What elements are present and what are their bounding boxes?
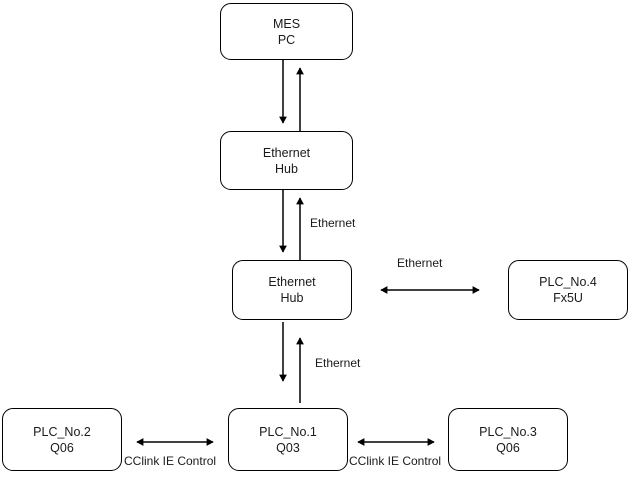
edge-label-ethernet-hub2-plc1: Ethernet [315, 356, 361, 370]
edge-label-cclink-left: CClink IE Control [124, 454, 217, 468]
node-plc-no-4[interactable]: PLC_No.4 Fx5U [508, 260, 628, 320]
edge-label-cclink-right: CClink IE Control [349, 454, 442, 468]
node-ethernet-hub-1[interactable]: Ethernet Hub [220, 131, 353, 190]
node-plc-no-2-line2: Q06 [50, 440, 74, 455]
edge-label-ethernet-hub2-plc4: Ethernet [397, 256, 443, 270]
node-plc-no-3-line2: Q06 [496, 440, 520, 455]
node-plc-no-1[interactable]: PLC_No.1 Q03 [228, 408, 348, 471]
node-plc-no-4-line2: Fx5U [553, 291, 583, 305]
edge-label-ethernet-hub1-hub2: Ethernet [310, 216, 356, 230]
node-ethernet-hub-2-line1: Ethernet [268, 275, 316, 289]
node-plc-no-1-line2: Q03 [276, 440, 300, 455]
node-plc-no-2[interactable]: PLC_No.2 Q06 [2, 408, 122, 471]
node-mes-pc[interactable]: MES PC [220, 3, 353, 60]
node-ethernet-hub-2-line2: Hub [280, 291, 304, 305]
node-ethernet-hub-1-line2: Hub [275, 161, 298, 176]
node-plc-no-1-line1: PLC_No.1 [259, 424, 317, 439]
node-ethernet-hub-2[interactable]: Ethernet Hub [232, 260, 352, 320]
node-mes-pc-line2: PC [277, 32, 296, 47]
node-plc-no-2-line1: PLC_No.2 [33, 424, 91, 439]
node-plc-no-4-line1: PLC_No.4 [539, 275, 597, 289]
node-plc-no-3-line1: PLC_No.3 [479, 424, 537, 439]
node-plc-no-3[interactable]: PLC_No.3 Q06 [448, 408, 568, 471]
node-mes-pc-line1: MES [272, 16, 301, 31]
node-ethernet-hub-1-line1: Ethernet [262, 145, 311, 160]
